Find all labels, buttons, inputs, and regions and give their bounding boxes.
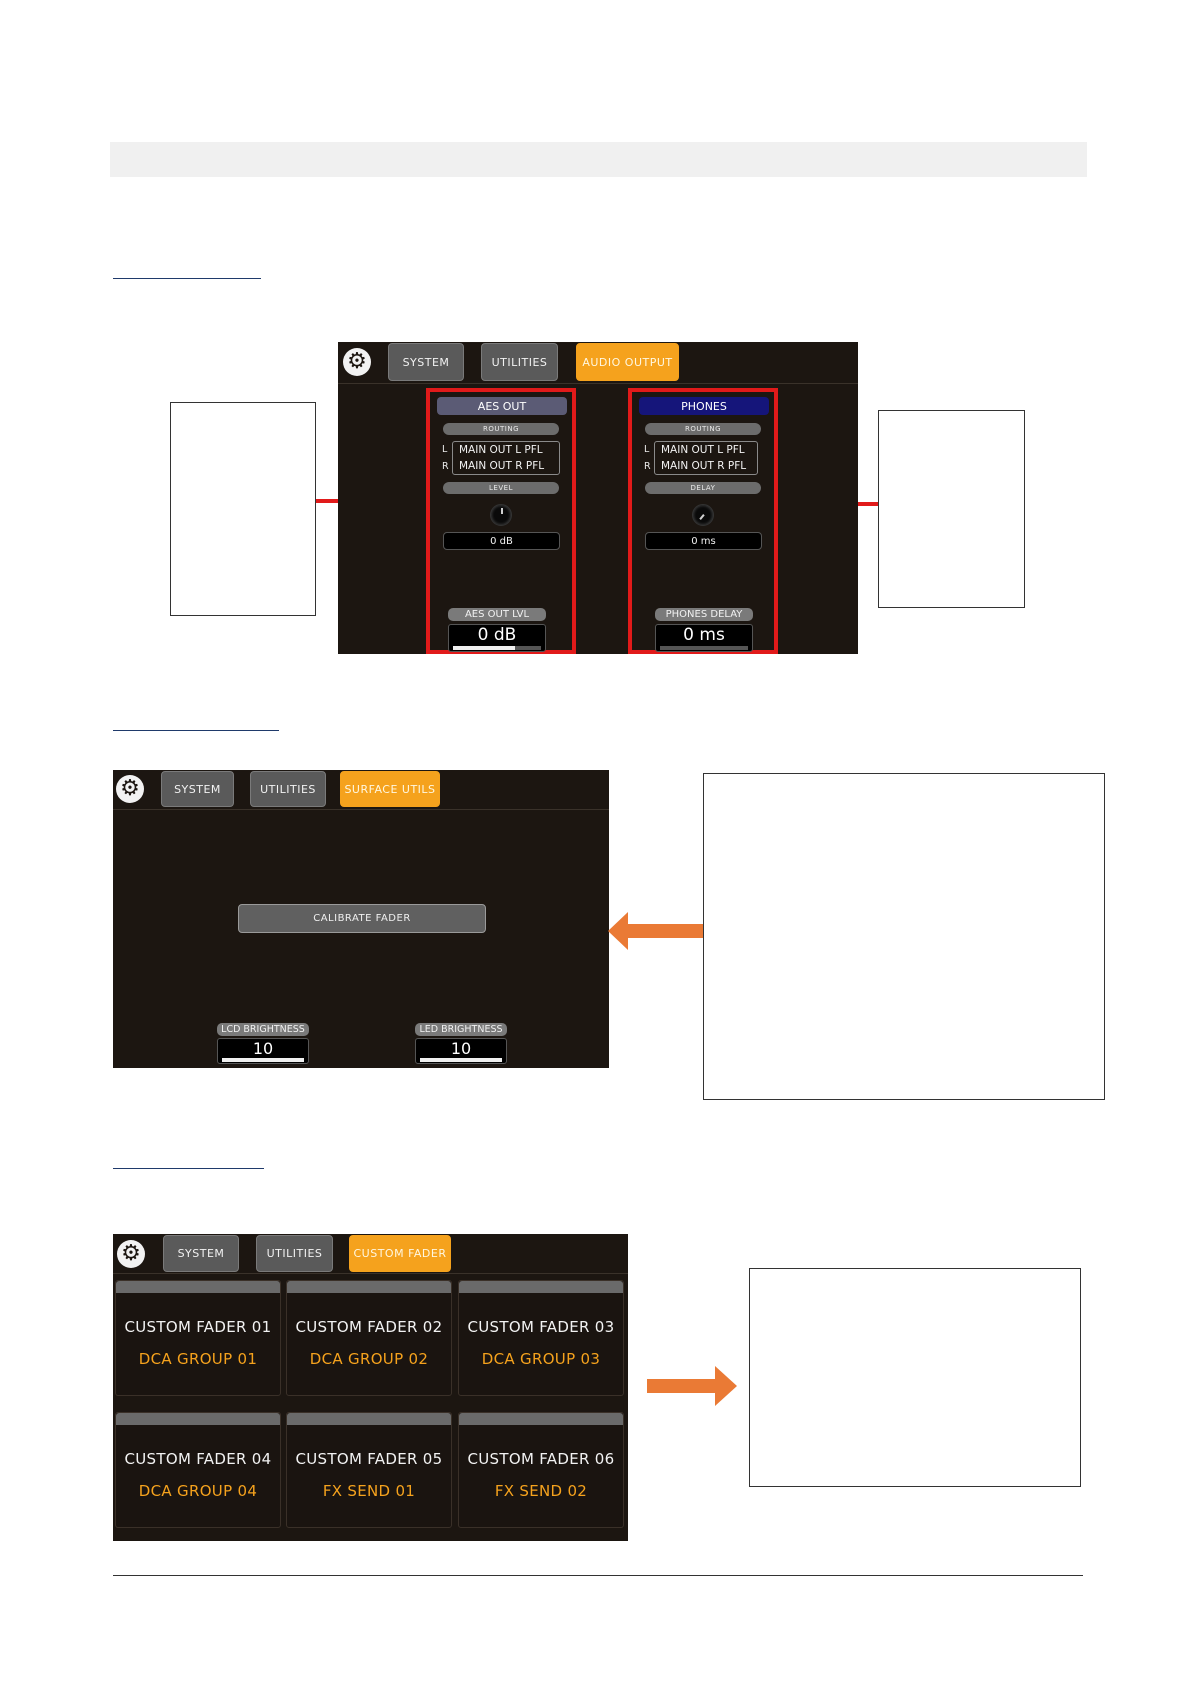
section-heading-rule-1	[113, 278, 261, 279]
aes-out-lvl-bar-fill	[453, 646, 515, 650]
audio-output-screen: ⚙ SYSTEM UTILITIES AUDIO OUTPUT AES OUT …	[338, 342, 858, 654]
aes-level-value[interactable]: 0 dB	[443, 532, 560, 550]
led-brightness-bar-fill	[420, 1058, 502, 1062]
section-heading-rule-3	[113, 1168, 264, 1169]
tab-custom-fader[interactable]: CUSTOM FADER	[349, 1235, 451, 1272]
phones-delay-value[interactable]: 0 ms	[645, 532, 762, 550]
custom-fader-card[interactable]: CUSTOM FADER 03 DCA GROUP 03	[458, 1280, 624, 1396]
led-brightness-text: 10	[450, 1039, 472, 1058]
knob-indicator	[501, 508, 503, 514]
custom-fader-assignment: DCA GROUP 03	[481, 1350, 601, 1368]
arrow-right-icon	[647, 1366, 737, 1406]
phones-routing-box[interactable]: MAIN OUT L PFL MAIN OUT R PFL	[654, 441, 758, 475]
screen-top-bar	[113, 1234, 628, 1274]
phones-delay-bar	[660, 646, 748, 650]
aes-level-label: LEVEL	[443, 482, 559, 494]
callout-box-surface	[703, 773, 1105, 1100]
aes-left-route: MAIN OUT L PFL	[459, 444, 543, 456]
custom-fader-name: CUSTOM FADER 06	[467, 1450, 615, 1468]
custom-fader-card[interactable]: CUSTOM FADER 02 DCA GROUP 02	[286, 1280, 452, 1396]
lcd-brightness-bar-fill	[222, 1058, 304, 1062]
custom-fader-assignment: DCA GROUP 02	[309, 1350, 429, 1368]
phones-left-route: MAIN OUT L PFL	[661, 444, 745, 456]
tab-system[interactable]: SYSTEM	[163, 1235, 239, 1272]
custom-fader-screen: ⚙ SYSTEM UTILITIES CUSTOM FADER CUSTOM F…	[113, 1234, 628, 1541]
card-strip	[287, 1413, 451, 1425]
aes-right-route: MAIN OUT R PFL	[459, 460, 545, 472]
tab-surface-utils[interactable]: SURFACE UTILS	[340, 771, 440, 807]
led-brightness-label: LED BRIGHTNESS	[415, 1023, 507, 1036]
aes-level-knob[interactable]	[490, 504, 512, 526]
card-strip	[459, 1281, 623, 1293]
aes-left-letter: L	[442, 444, 448, 455]
screen-top-bar	[113, 770, 609, 810]
card-strip	[287, 1281, 451, 1293]
phones-delay-knob[interactable]	[692, 504, 714, 526]
aes-out-lvl-label: AES OUT LVL	[448, 608, 546, 621]
lcd-brightness-label: LCD BRIGHTNESS	[217, 1023, 309, 1036]
callout-box-right	[878, 410, 1025, 608]
custom-fader-name: CUSTOM FADER 03	[467, 1318, 615, 1336]
surface-utils-screen: ⚙ SYSTEM UTILITIES SURFACE UTILS CALIBRA…	[113, 770, 609, 1068]
card-strip	[116, 1281, 280, 1293]
knob-indicator	[699, 514, 705, 520]
gear-icon[interactable]: ⚙	[116, 775, 144, 803]
phones-routing-label: ROUTING	[645, 423, 761, 435]
phones-right-route: MAIN OUT R PFL	[661, 460, 747, 472]
phones-left-letter: L	[644, 444, 650, 455]
lcd-brightness-text: 10	[252, 1039, 274, 1058]
aes-out-header: AES OUT	[437, 397, 567, 415]
custom-fader-assignment: FX SEND 02	[494, 1482, 588, 1500]
footer-rule	[113, 1575, 1083, 1576]
custom-fader-assignment: FX SEND 01	[322, 1482, 416, 1500]
card-strip	[459, 1413, 623, 1425]
phones-delay-bottom-text: 0 ms	[683, 625, 725, 645]
aes-out-panel-highlight	[426, 388, 576, 654]
phones-delay-label: DELAY	[645, 482, 761, 494]
custom-fader-assignment: DCA GROUP 01	[138, 1350, 258, 1368]
aes-out-lvl-text: 0 dB	[477, 625, 517, 645]
phones-right-letter: R	[644, 461, 651, 472]
callout-box-left	[170, 402, 316, 616]
custom-fader-card[interactable]: CUSTOM FADER 01 DCA GROUP 01	[115, 1280, 281, 1396]
custom-fader-assignment: DCA GROUP 04	[138, 1482, 258, 1500]
section-heading-rule-2	[113, 730, 279, 731]
aes-routing-label: ROUTING	[443, 423, 559, 435]
custom-fader-name: CUSTOM FADER 01	[124, 1318, 272, 1336]
arrow-left-icon	[608, 912, 704, 950]
gear-icon[interactable]: ⚙	[117, 1240, 145, 1268]
aes-right-letter: R	[442, 461, 449, 472]
custom-fader-card[interactable]: CUSTOM FADER 05 FX SEND 01	[286, 1412, 452, 1528]
aes-routing-box[interactable]: MAIN OUT L PFL MAIN OUT R PFL	[452, 441, 560, 475]
custom-fader-name: CUSTOM FADER 04	[124, 1450, 272, 1468]
led-brightness-bar	[420, 1058, 502, 1062]
phones-panel-highlight	[628, 388, 778, 654]
tab-utilities[interactable]: UTILITIES	[250, 771, 326, 807]
calibrate-fader-button[interactable]: CALIBRATE FADER	[238, 904, 486, 933]
callout-box-custom-fader	[749, 1268, 1081, 1487]
custom-fader-name: CUSTOM FADER 05	[295, 1450, 443, 1468]
phones-header: PHONES	[639, 397, 769, 415]
lcd-brightness-bar	[222, 1058, 304, 1062]
card-strip	[116, 1413, 280, 1425]
gear-icon[interactable]: ⚙	[343, 348, 371, 376]
aes-out-lvl-bar	[453, 646, 541, 650]
custom-fader-card[interactable]: CUSTOM FADER 06 FX SEND 02	[458, 1412, 624, 1528]
tab-audio-output[interactable]: AUDIO OUTPUT	[576, 343, 679, 381]
tab-system[interactable]: SYSTEM	[161, 771, 234, 807]
header-band	[110, 142, 1087, 177]
custom-fader-name: CUSTOM FADER 02	[295, 1318, 443, 1336]
phones-delay-bottom-label: PHONES DELAY	[655, 608, 753, 621]
custom-fader-card[interactable]: CUSTOM FADER 04 DCA GROUP 04	[115, 1412, 281, 1528]
tab-system[interactable]: SYSTEM	[388, 343, 464, 381]
tab-utilities[interactable]: UTILITIES	[256, 1235, 333, 1272]
screen-top-bar	[338, 342, 858, 384]
tab-utilities[interactable]: UTILITIES	[481, 343, 558, 381]
